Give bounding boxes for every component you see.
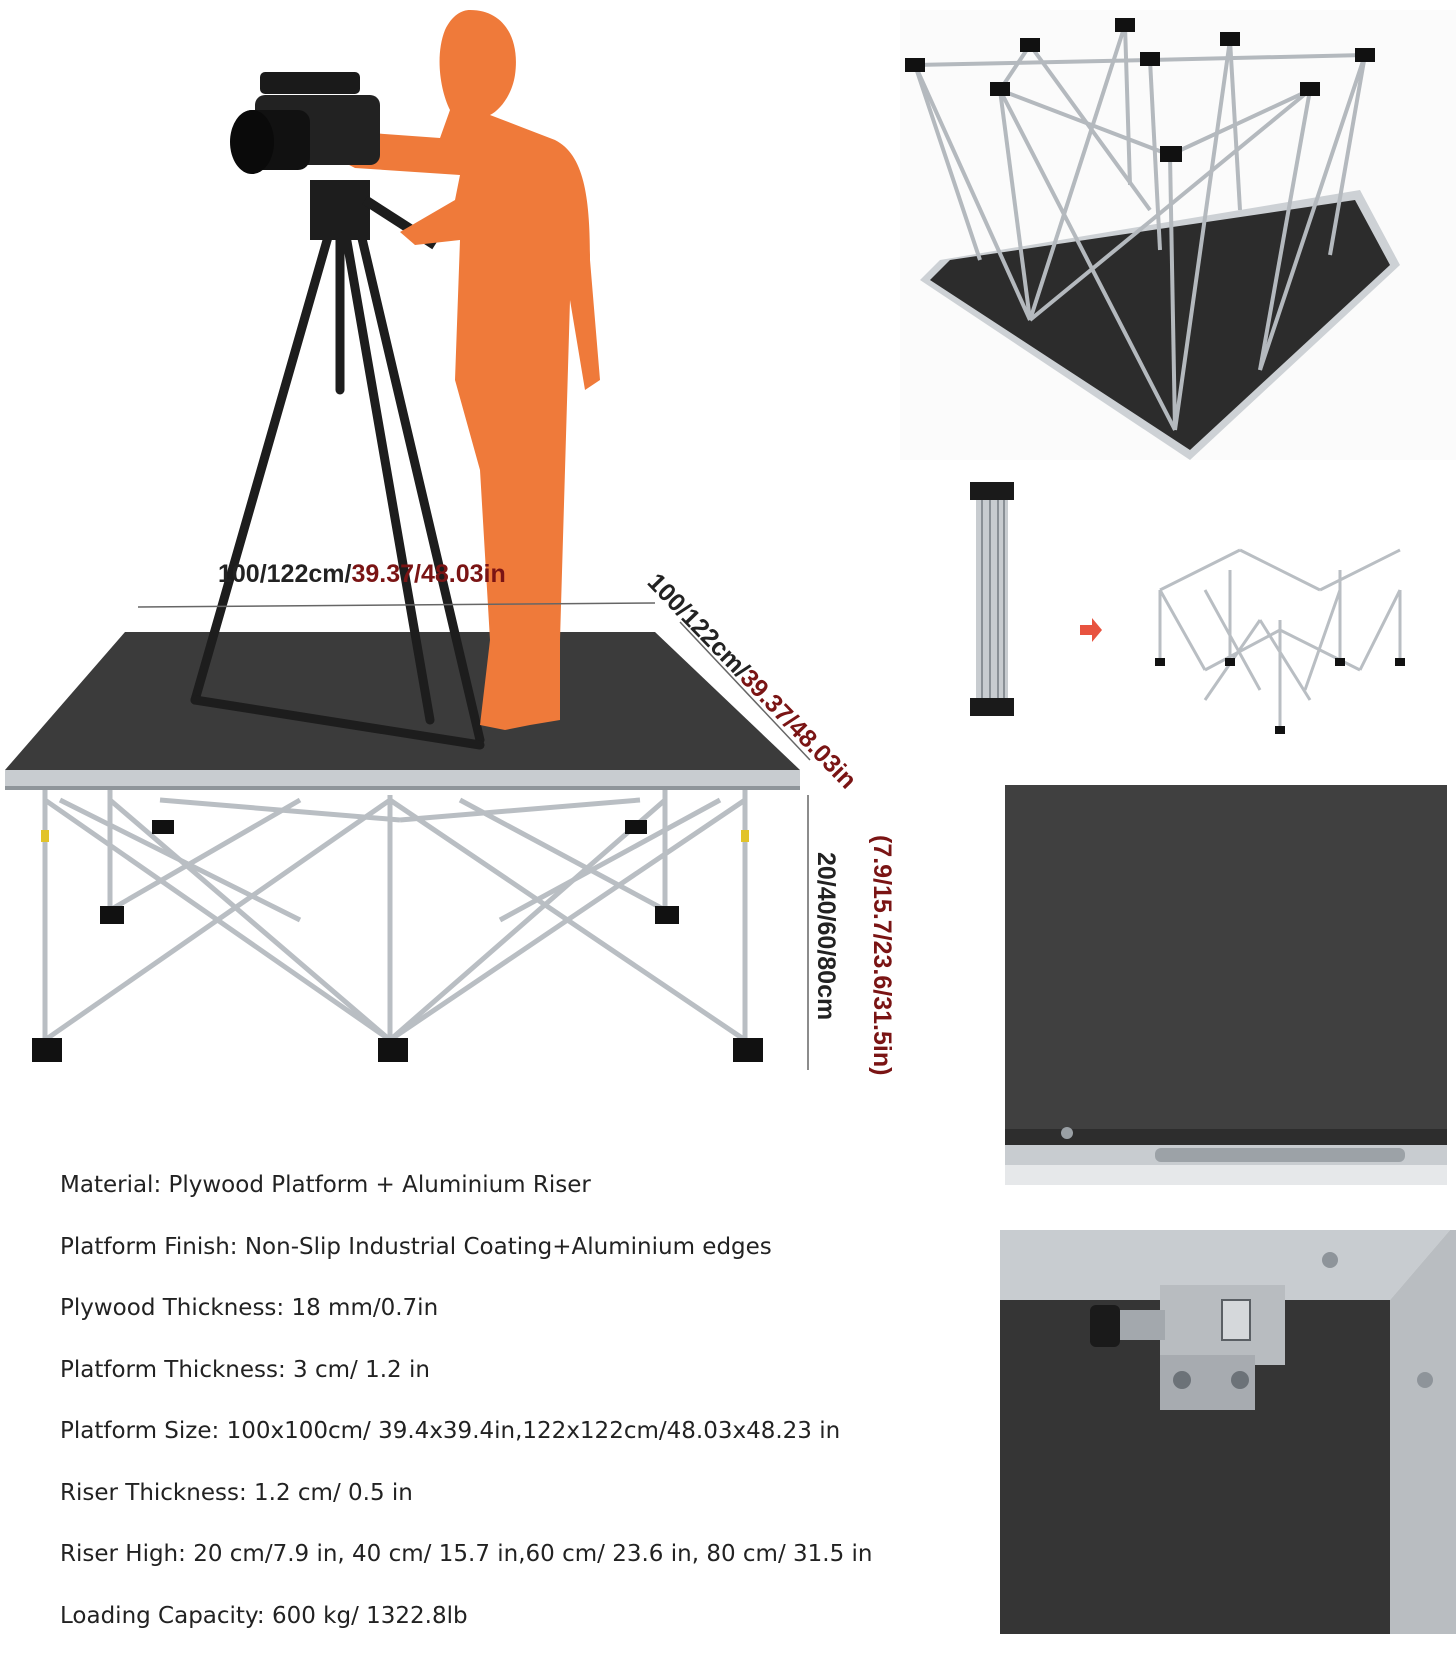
spec-material: Material: Plywood Platform + Aluminium R… [60,1170,960,1232]
latch-closeup [1000,1230,1456,1634]
folded-riser [970,482,1014,716]
stage-deck-top [5,632,800,770]
spec-riser-high: Riser High: 20 cm/7.9 in, 40 cm/ 15.7 in… [60,1539,960,1601]
video-camera [230,72,380,174]
spec-riser-thickness: Riser Thickness: 1.2 cm/ 0.5 in [60,1478,960,1540]
spec-platform-finish: Platform Finish: Non-Slip Industrial Coa… [60,1232,960,1294]
height-dimension-in-label: (7.9/15.7/23.6/31.5in) [867,835,896,1075]
specifications-list: Material: Plywood Platform + Aluminium R… [60,1170,960,1662]
spec-platform-thickness: Platform Thickness: 3 cm/ 1.2 in [60,1355,960,1417]
folding-sequence [960,470,1456,750]
height-dimension-cm-label: 20/40/60/80cm [811,852,840,1020]
spec-platform-size: Platform Size: 100x100cm/ 39.4x39.4in,12… [60,1416,960,1478]
stage-deck-edge [5,770,800,788]
deck-surface-closeup [1005,785,1447,1185]
width-dimension-label: 100/122cm/39.37/48.03in [218,560,506,589]
stage-feet [32,820,763,1062]
spec-loading-capacity: Loading Capacity: 600 kg/ 1322.8lb [60,1601,960,1662]
spec-plywood-thickness: Plywood Thickness: 18 mm/0.7in [60,1293,960,1355]
riser-frame-photo [900,10,1456,460]
